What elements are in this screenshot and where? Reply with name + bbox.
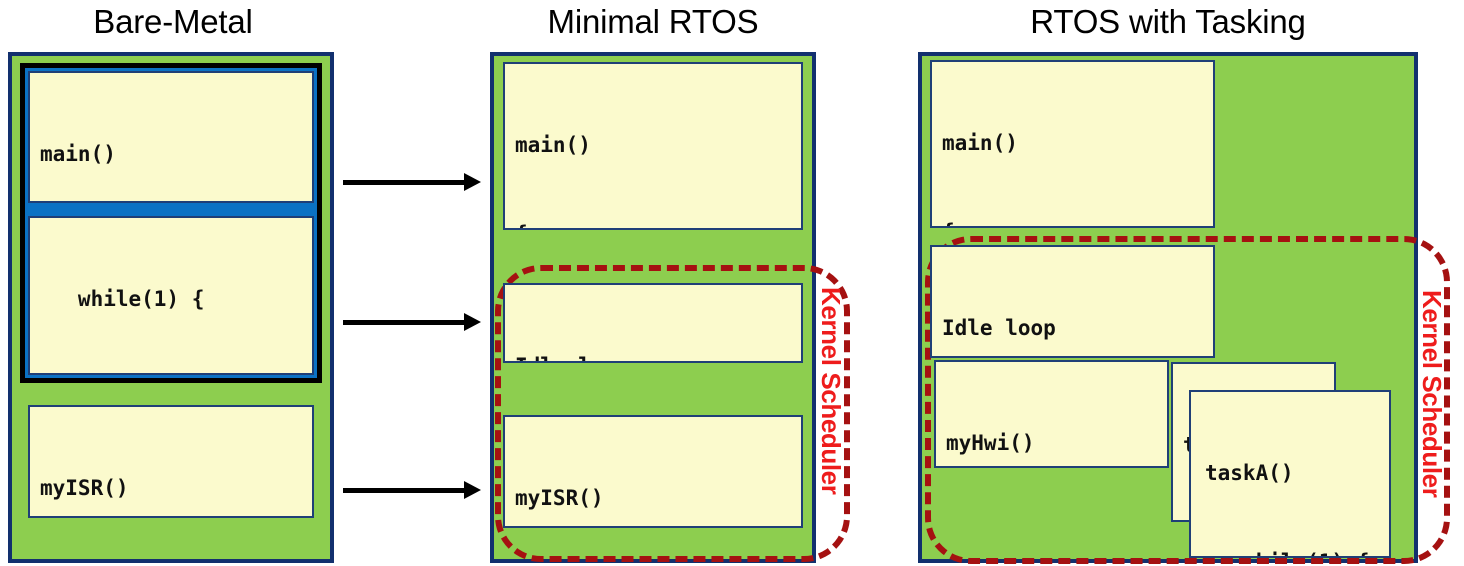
code-line: myISR() (515, 485, 604, 510)
code-line: myHwi() (946, 430, 1035, 455)
code-line: { (942, 218, 1213, 226)
arrow-bare-metal-isr-to-rtos-isr (343, 481, 483, 499)
arrow-bare-metal-loop-to-idle-loop (343, 313, 483, 331)
arrow-head (464, 481, 481, 499)
panel-title-bare-metal: Bare-Metal (93, 3, 253, 40)
code-box-idle-loop-minimal: Idle loop state machine (503, 283, 803, 363)
code-line: taskA() (1205, 460, 1294, 485)
code-line: main() (40, 141, 116, 166)
code-line: while(1) { (1205, 548, 1389, 556)
arrow-shaft (343, 180, 467, 185)
panel-title-minimal-rtos: Minimal RTOS (547, 3, 759, 40)
arrow-shaft (343, 488, 467, 493)
code-box-myhwi: myHwi() get buffer sem_post (934, 360, 1169, 468)
code-line: main() (515, 132, 591, 157)
code-line: Idle loop (942, 315, 1056, 340)
code-line: main() (942, 130, 1018, 155)
code-box-taska: taskA() while(1) { sem_pend process } (1189, 390, 1391, 558)
code-box-main-scheduler-minimal: main() { init vTaskStartScheduler() } (503, 62, 803, 230)
code-line: myISR() (40, 475, 129, 500)
arrow-head (464, 173, 481, 191)
code-line: state machine (40, 374, 312, 375)
code-box-myisr: myISR() get buffer process (28, 405, 314, 518)
kernel-scheduler-label-tasking: Kernel Scheduler (1417, 290, 1447, 498)
code-box-while-state-machine: while(1) { state machine } } (28, 216, 314, 375)
code-line: { (515, 220, 801, 228)
code-line: while(1) { (40, 286, 205, 311)
arrow-bare-metal-main-to-rtos-main (343, 173, 483, 191)
arrow-head (464, 313, 481, 331)
code-box-myisr-minimal: myISR() get buffer process (503, 415, 803, 528)
arrow-shaft (343, 320, 467, 325)
code-line: Idle loop (515, 352, 801, 361)
kernel-scheduler-label-minimal: Kernel Scheduler (816, 287, 846, 495)
code-box-main-scheduler-tasking: main() { init vTaskStartScheduler() } (930, 60, 1215, 228)
panel-title-rtos-with-tasking: RTOS with Tasking (1030, 3, 1306, 40)
code-box-idle-loop-tasking: Idle loop non real-time work (930, 245, 1215, 358)
code-box-main-init: main() { init (28, 71, 314, 203)
